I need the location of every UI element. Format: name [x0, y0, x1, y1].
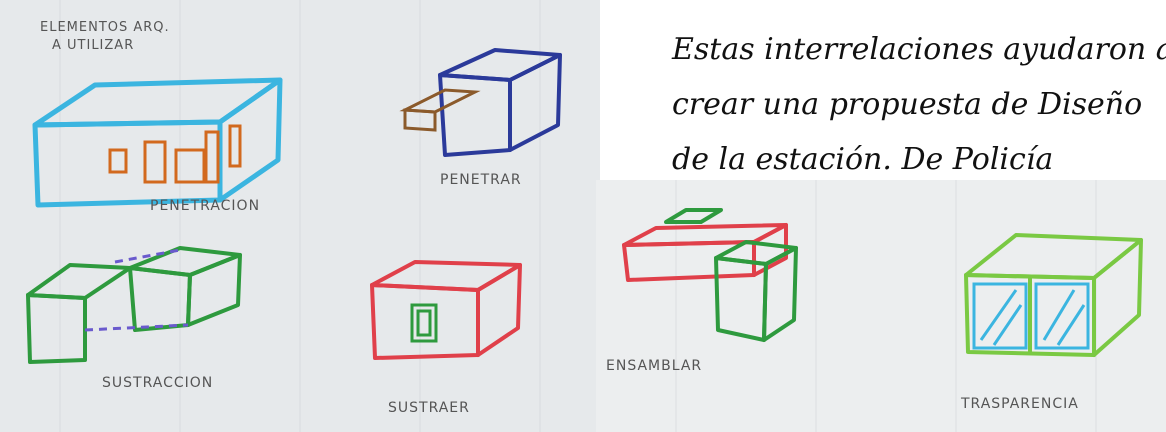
penetracion-inserts — [108, 124, 242, 184]
left-sketch-drawing — [26, 0, 562, 432]
label-sustraer: SUSTRAER — [388, 400, 470, 416]
ensamblar-red-box — [622, 223, 788, 282]
label-sustraccion: SUSTRACCION — [102, 375, 214, 391]
penetrar-bar — [399, 88, 481, 132]
right-sketch-drawing — [622, 180, 1143, 432]
heading-line1: ELEMENTOS ARQ. — [40, 20, 170, 35]
sustraer-cube — [370, 260, 522, 360]
note-line-3: de la estación. De Policía — [672, 142, 1054, 177]
label-ensamblar: ENSAMBLAR — [606, 358, 703, 374]
note-line-1: Estas interrelaciones ayudaron a — [672, 32, 1166, 67]
penetrar-cube — [438, 48, 562, 157]
penetracion-box — [32, 77, 283, 208]
note-line-2: crear una propuesta de Diseño — [672, 87, 1143, 122]
ensamblar-green-piece — [664, 208, 798, 342]
label-penetracion: PENETRACION — [150, 198, 261, 214]
heading-line2: A UTILIZAR — [52, 38, 135, 53]
left-sketch-sheet: ELEMENTOS ARQ. A UTILIZAR PENETRACION PE… — [0, 0, 600, 432]
right-sketch-sheet: ENSAMBLAR TRASPARENCIA — [596, 180, 1166, 432]
sustraccion-dashes — [84, 248, 189, 332]
sustraer-inset — [410, 303, 438, 343]
label-trasparencia: TRASPARENCIA — [961, 396, 1079, 412]
label-penetrar: PENETRAR — [440, 172, 522, 188]
trasparencia-glass — [972, 282, 1090, 350]
trasparencia-box — [964, 233, 1143, 357]
description-note: Estas interrelaciones ayudaron a crear u… — [672, 22, 1166, 187]
